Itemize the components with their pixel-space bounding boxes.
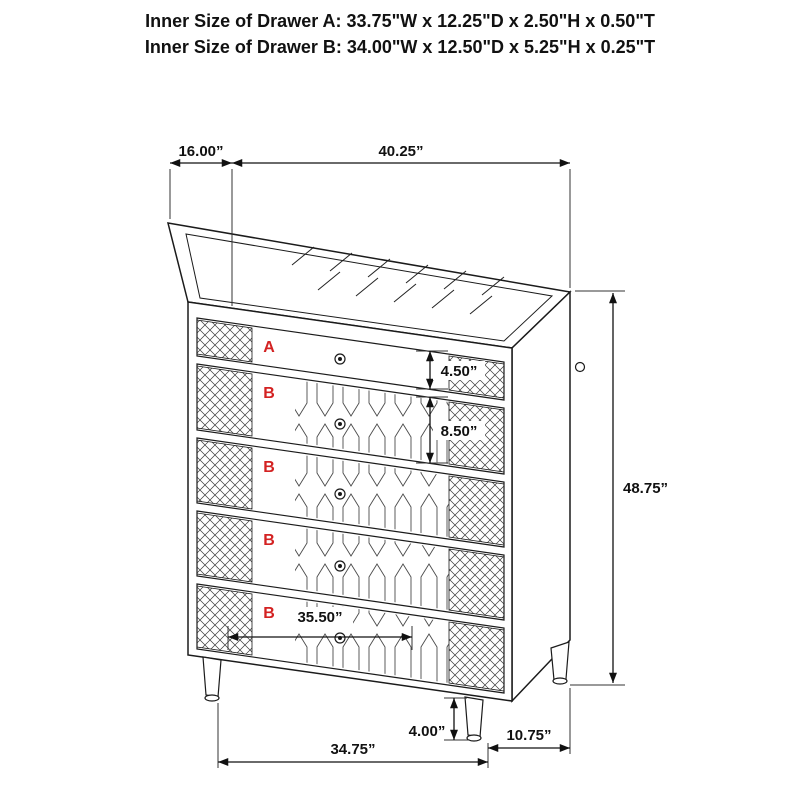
spec-header: Inner Size of Drawer A: 33.75"W x 12.25"…: [0, 8, 800, 60]
chest-legs: [202, 641, 570, 742]
dim-front-width: 34.75”: [217, 703, 489, 768]
drawer-b-2: B: [196, 437, 505, 548]
drawer-a-spec-text: Inner Size of Drawer A: 33.75"W x 12.25"…: [145, 11, 655, 31]
dim-front-width-label: 34.75”: [330, 741, 375, 758]
front-right-leg: [464, 696, 484, 742]
side-knob: [574, 361, 586, 373]
dim-side-depth: 10.75”: [488, 688, 571, 754]
chest-right-side-panel: [511, 290, 586, 703]
drawer-b3-letter: B: [263, 532, 275, 549]
dim-drawer-width: 35.50”: [227, 607, 413, 650]
drawer-b1-letter: B: [263, 385, 275, 402]
dim-overall-height: 48.75”: [570, 290, 668, 686]
back-right-leg: [550, 641, 570, 685]
knob-icon: [334, 560, 346, 572]
dim-leg-height-label: 4.00”: [409, 723, 446, 740]
dim-leg-height: 4.00”: [409, 697, 470, 741]
knob-icon: [334, 353, 346, 365]
drawer-b-3: B: [196, 510, 505, 621]
knob-icon: [334, 418, 346, 430]
dim-drawer-width-label: 35.50”: [297, 609, 342, 626]
dim-drawer-b-height: 8.50”: [416, 396, 485, 464]
top-mirror-hatch-lines: [291, 246, 505, 315]
front-left-leg: [202, 656, 222, 702]
drawer-b2-letter: B: [263, 459, 275, 476]
dim-overall-height-label: 48.75”: [623, 480, 668, 497]
drawer-b-spec-text: Inner Size of Drawer B: 34.00"W x 12.50"…: [144, 37, 656, 57]
dim-drawer-a-height-label: 4.50”: [441, 363, 478, 380]
chest-top-surface: [166, 222, 572, 349]
dim-top-width-label: 40.25”: [378, 143, 423, 160]
dim-drawer-b-height-label: 8.50”: [441, 423, 478, 440]
dim-side-depth-label: 10.75”: [506, 727, 551, 744]
dim-drawer-a-height: 4.50”: [416, 350, 485, 390]
dim-top-depth: 16.00”: [169, 143, 232, 219]
drawer-a-letter: A: [263, 339, 275, 356]
dim-top-depth-label: 16.00”: [178, 143, 223, 160]
knob-icon: [334, 488, 346, 500]
dim-top-width: 40.25”: [231, 143, 571, 306]
drawer-b4-letter: B: [263, 605, 275, 622]
knob-icon: [334, 632, 346, 644]
